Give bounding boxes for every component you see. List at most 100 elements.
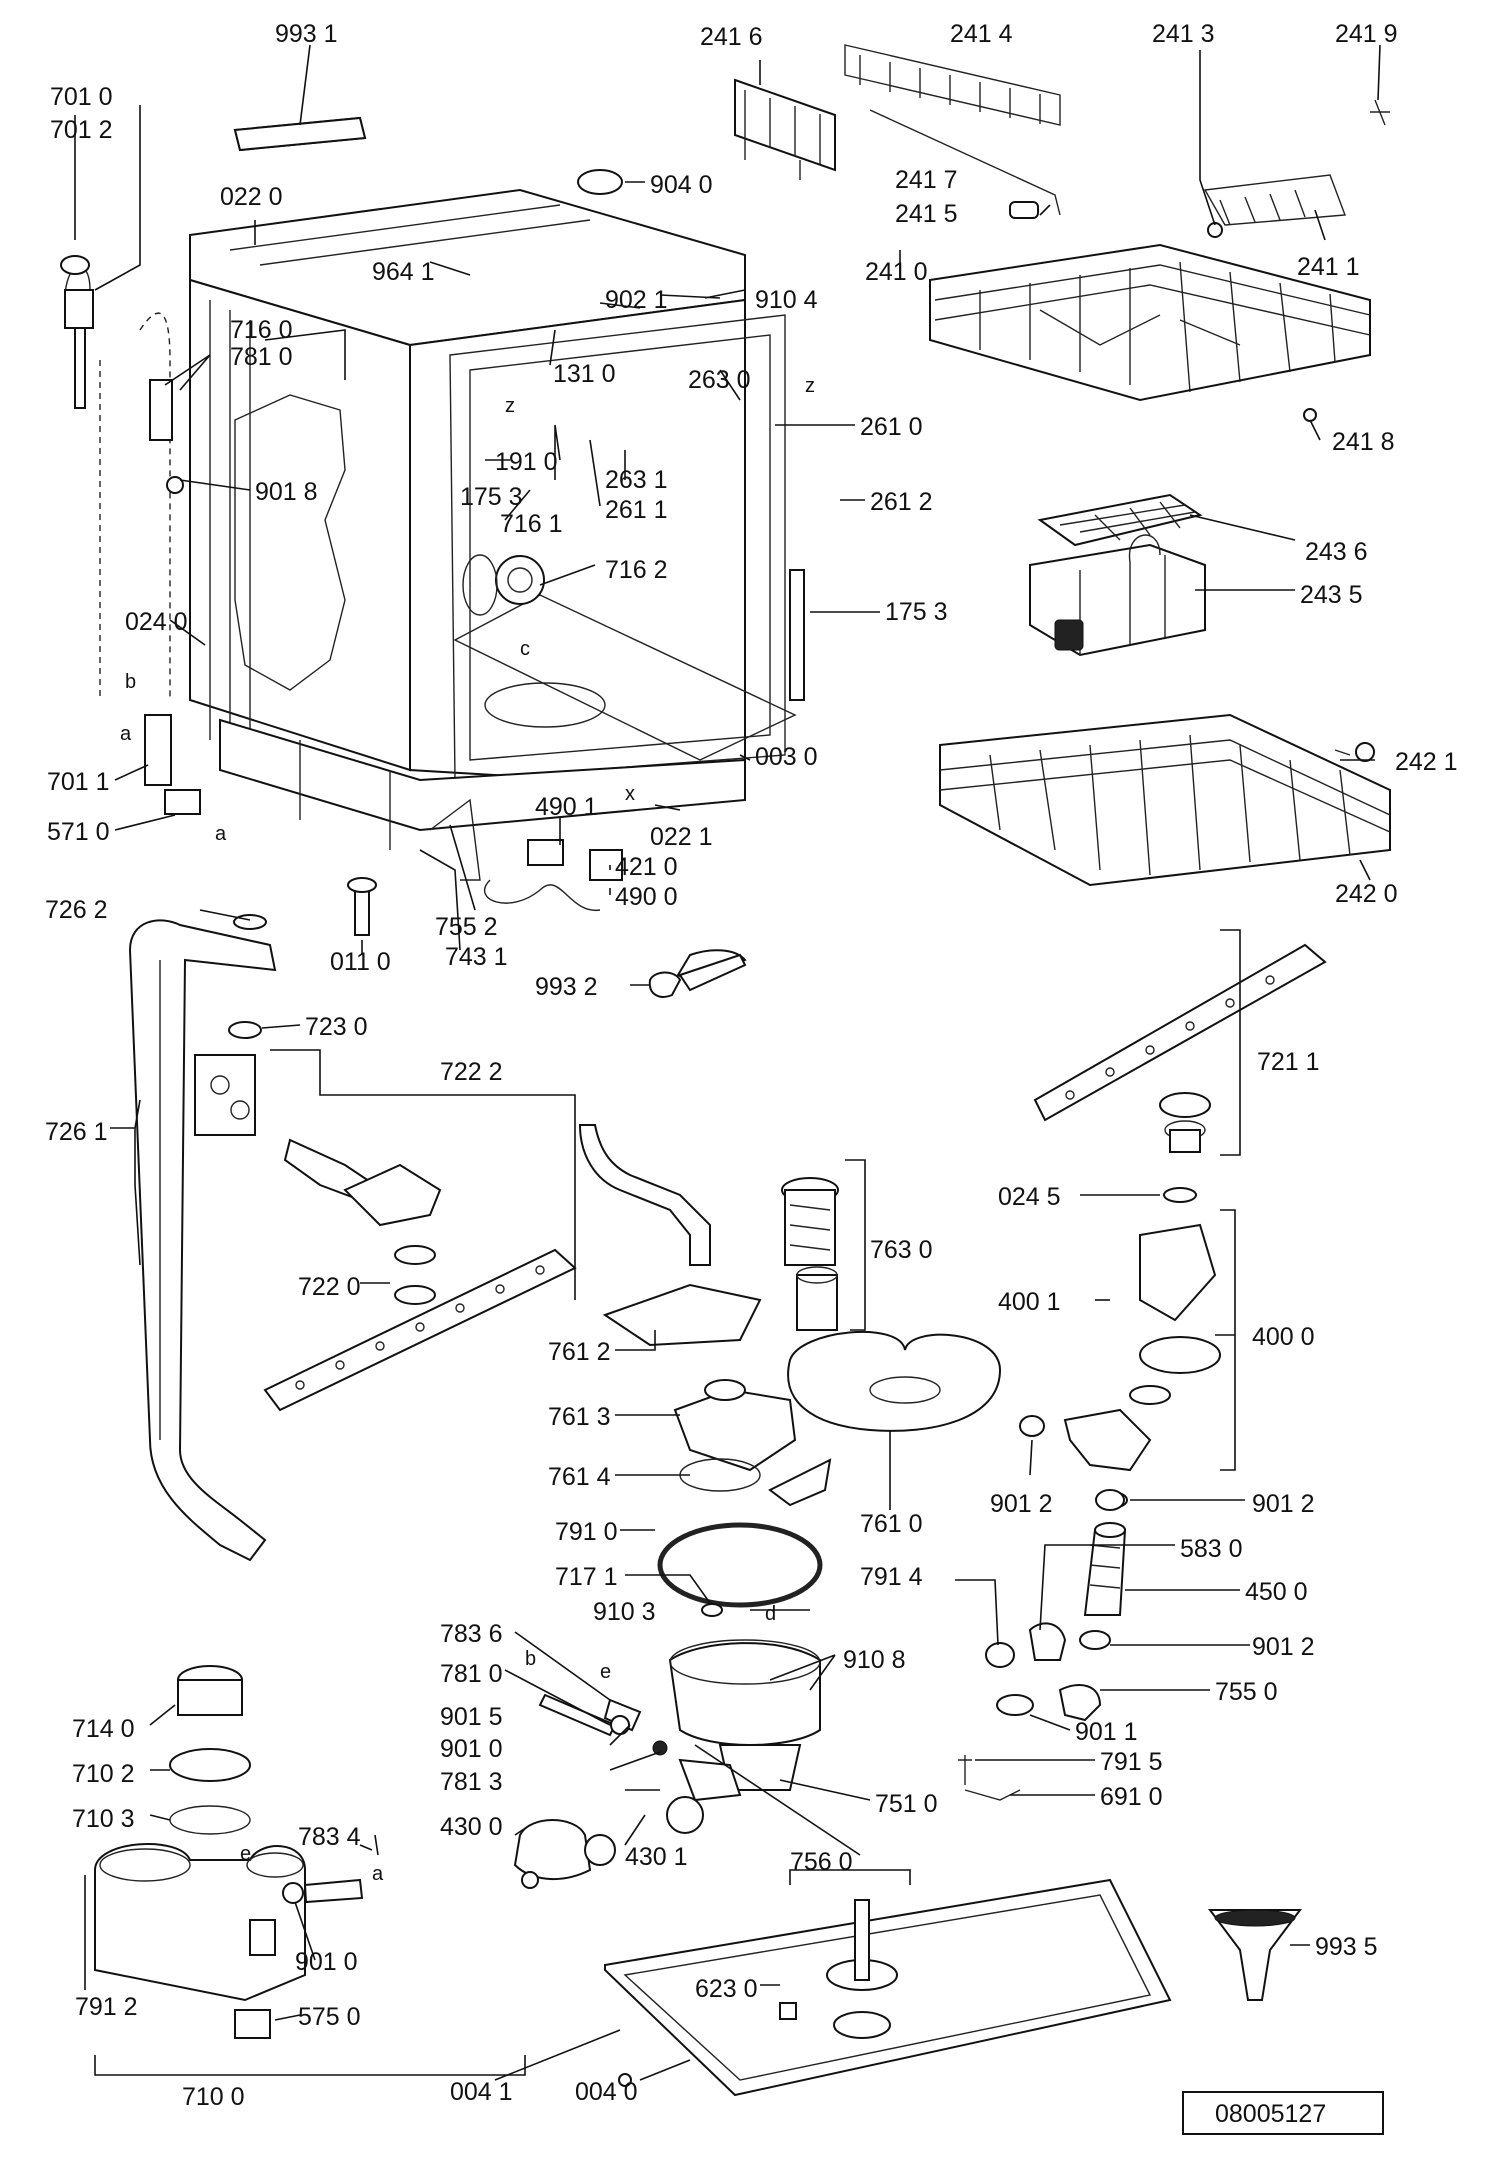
part-label: 241 8 [1332,428,1395,456]
part-label: 175 3 [460,483,523,511]
part-label: 583 0 [1180,1535,1243,1563]
part-label: 243 5 [1300,581,1363,609]
part-label: 783 6 [440,1620,503,1648]
tub-frame [189,188,805,850]
part-label: 993 5 [1315,1933,1378,1961]
part-label: 716 2 [605,556,668,584]
part-label: 716 0 [230,316,293,344]
upper-basket-parts [734,44,1390,422]
part-label: 723 0 [305,1013,368,1041]
part-label: 261 2 [870,488,933,516]
part-label: 261 1 [605,496,668,524]
part-label: 242 0 [1335,880,1398,908]
document-number: 08005127 [1215,2100,1326,2128]
part-label: 722 2 [440,1058,503,1086]
part-label: 701 1 [47,768,110,796]
part-label: 175 3 [885,598,948,626]
part-label: 743 1 [445,943,508,971]
upper-spray-arm [1033,943,1327,1153]
part-label: 751 0 [875,1790,938,1818]
part-label: 421 0 [615,853,678,881]
connection-marker: z [805,375,815,397]
connection-marker: a [120,723,132,745]
part-label: 241 5 [895,200,958,228]
part-label: 022 1 [650,823,713,851]
part-label: 791 5 [1100,1748,1163,1776]
part-label: 901 2 [1252,1490,1315,1518]
connection-marker: x [625,783,635,805]
part-label: 263 1 [605,466,668,494]
part-label: 710 3 [72,1805,135,1833]
part-label: 571 0 [47,818,110,846]
part-label: 783 4 [298,1823,361,1851]
part-label: 490 0 [615,883,678,911]
part-label: 701 2 [50,116,113,144]
filter-and-sump-parts [578,1124,1002,1507]
part-label: 901 0 [440,1735,503,1763]
part-label: 241 0 [865,258,928,286]
connection-marker: b [525,1648,536,1670]
part-label: 241 7 [895,166,958,194]
part-label: 993 1 [275,20,338,48]
part-label: 904 0 [650,171,713,199]
part-label: 716 1 [500,510,563,538]
document-number-box: 08005127 [1182,2091,1384,2135]
part-label: 003 0 [755,743,818,771]
part-label: 781 0 [440,1660,503,1688]
part-label: 755 0 [1215,1678,1278,1706]
part-label: 710 0 [182,2083,245,2111]
part-label: 901 2 [1252,1633,1315,1661]
leader-lines [74,44,1381,2081]
part-label: 241 1 [1297,253,1360,281]
connection-marker: a [215,823,227,845]
part-label: 400 1 [998,1288,1061,1316]
part-label: 243 6 [1305,538,1368,566]
lower-basket-parts [939,713,1391,887]
part-label: 575 0 [298,2003,361,2031]
pump-and-sump-parts [513,1187,1221,1889]
connection-marker: e [240,1843,251,1865]
part-label: 241 9 [1335,20,1398,48]
part-label: 024 0 [125,608,188,636]
part-label: 755 2 [435,913,498,941]
part-label: 761 4 [548,1463,611,1491]
part-label: 004 0 [575,2078,638,2106]
part-label: 902 1 [605,286,668,314]
part-label: 722 0 [298,1273,361,1301]
part-label: 450 0 [1245,1578,1308,1606]
part-label: 910 3 [593,1598,656,1626]
part-label: 791 4 [860,1563,923,1591]
part-label: 901 5 [440,1703,503,1731]
part-label: 710 2 [72,1760,135,1788]
part-label: 241 3 [1152,20,1215,48]
part-label: 791 0 [555,1518,618,1546]
part-labels: 993 1 701 0 701 2 022 0 716 0 781 0 901 … [45,20,1458,2111]
part-label: 901 0 [295,1948,358,1976]
part-label: 430 1 [625,1843,688,1871]
part-label: 241 6 [700,23,763,51]
part-label: 022 0 [220,183,283,211]
part-label: 241 4 [950,20,1013,48]
part-label: 761 2 [548,1338,611,1366]
part-label: 901 8 [255,478,318,506]
part-label: 781 3 [440,1768,503,1796]
part-label: 263 0 [688,366,751,394]
part-label: 261 0 [860,413,923,441]
connection-marker: c [520,638,530,660]
part-label: 400 0 [1252,1323,1315,1351]
part-label: 781 0 [230,343,293,371]
connection-markers: z z c x b a a b d e e a [120,375,815,1885]
part-label: 756 0 [790,1848,853,1876]
softener-parts [94,1665,364,2039]
part-label: 901 1 [1075,1718,1138,1746]
part-label: 964 1 [372,258,435,286]
part-label: 191 0 [495,448,558,476]
cutlery-basket-parts [1029,493,1206,657]
part-label: 726 2 [45,896,108,924]
part-label: 721 1 [1257,1048,1320,1076]
part-label: 714 0 [72,1715,135,1743]
part-label: 691 0 [1100,1783,1163,1811]
connection-marker: a [372,1863,384,1885]
part-label: 901 2 [990,1490,1053,1518]
